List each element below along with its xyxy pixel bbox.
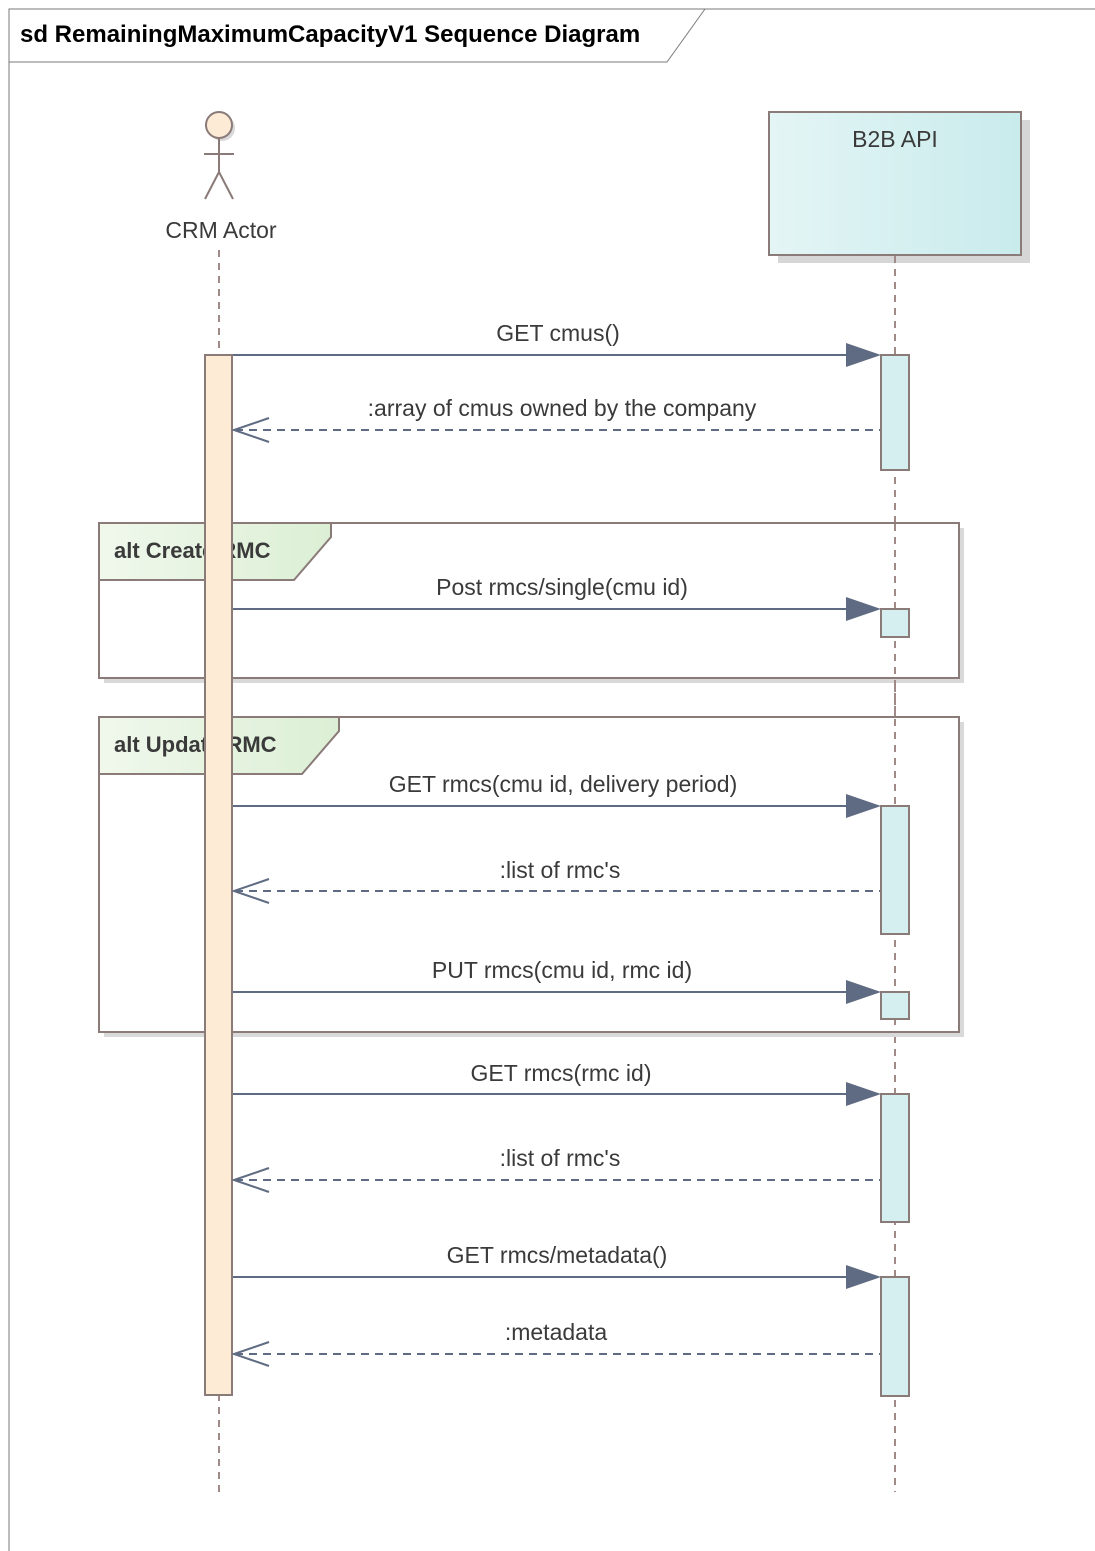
actor-icon: [204, 111, 235, 200]
message-return-list-of-rmcs: :list of rmc's: [230, 1145, 880, 1193]
b2b-api-label: B2B API: [852, 126, 938, 152]
fragment-update-label: alt Update RMC: [114, 732, 277, 757]
message-label: PUT rmcs(cmu id, rmc id): [432, 957, 692, 983]
api-activation-bar: [880, 991, 910, 1020]
fragment-create-rmc: alt Create RMC: [98, 522, 964, 683]
message-label: :array of cmus owned by the company: [368, 395, 757, 421]
message-return-array-of-cmus: :array of cmus owned by the company: [230, 395, 880, 443]
message-get-rmcs-rmc-id: GET rmcs(rmc id): [233, 1060, 881, 1106]
crm-activation-bar: [204, 354, 233, 1396]
api-activation-bar: [880, 1276, 910, 1397]
fragment-update-rmc: alt Update RMC: [98, 716, 964, 1037]
message-label: :list of rmc's: [500, 857, 621, 883]
api-activation-bar: [880, 608, 910, 638]
message-label: GET rmcs(rmc id): [470, 1060, 651, 1086]
message-get-rmcs-delivery-period: GET rmcs(cmu id, delivery period): [233, 771, 881, 818]
api-activation-bar: [880, 1093, 910, 1223]
diagram-frame: sd RemainingMaximumCapacityV1 Sequence D…: [8, 8, 1095, 1551]
message-label: Post rmcs/single(cmu id): [436, 574, 688, 600]
message-label: GET rmcs(cmu id, delivery period): [389, 771, 738, 797]
message-label: GET rmcs/metadata(): [447, 1242, 668, 1268]
message-return-metadata: :metadata: [230, 1319, 880, 1367]
message-get-rmcs-metadata: GET rmcs/metadata(): [233, 1242, 881, 1289]
message-return-list-of-rmcs: :list of rmc's: [230, 857, 880, 904]
fragment-create-label: alt Create RMC: [114, 538, 271, 563]
message-post-rmcs-single: Post rmcs/single(cmu id): [233, 574, 881, 621]
message-label: :metadata: [505, 1319, 607, 1345]
diagram-title: sd RemainingMaximumCapacityV1 Sequence D…: [20, 21, 640, 48]
message-get-cmus: GET cmus(): [233, 320, 881, 367]
message-put-rmcs: PUT rmcs(cmu id, rmc id): [233, 957, 881, 1004]
message-label: :list of rmc's: [500, 1145, 621, 1171]
participant-b2b-api: B2B API: [768, 111, 1030, 263]
participant-crm-actor: CRM Actor: [165, 111, 277, 243]
message-label: GET cmus(): [496, 320, 620, 346]
api-activation-bar: [880, 805, 910, 935]
crm-actor-label: CRM Actor: [165, 217, 277, 243]
api-activation-bar: [880, 354, 910, 471]
